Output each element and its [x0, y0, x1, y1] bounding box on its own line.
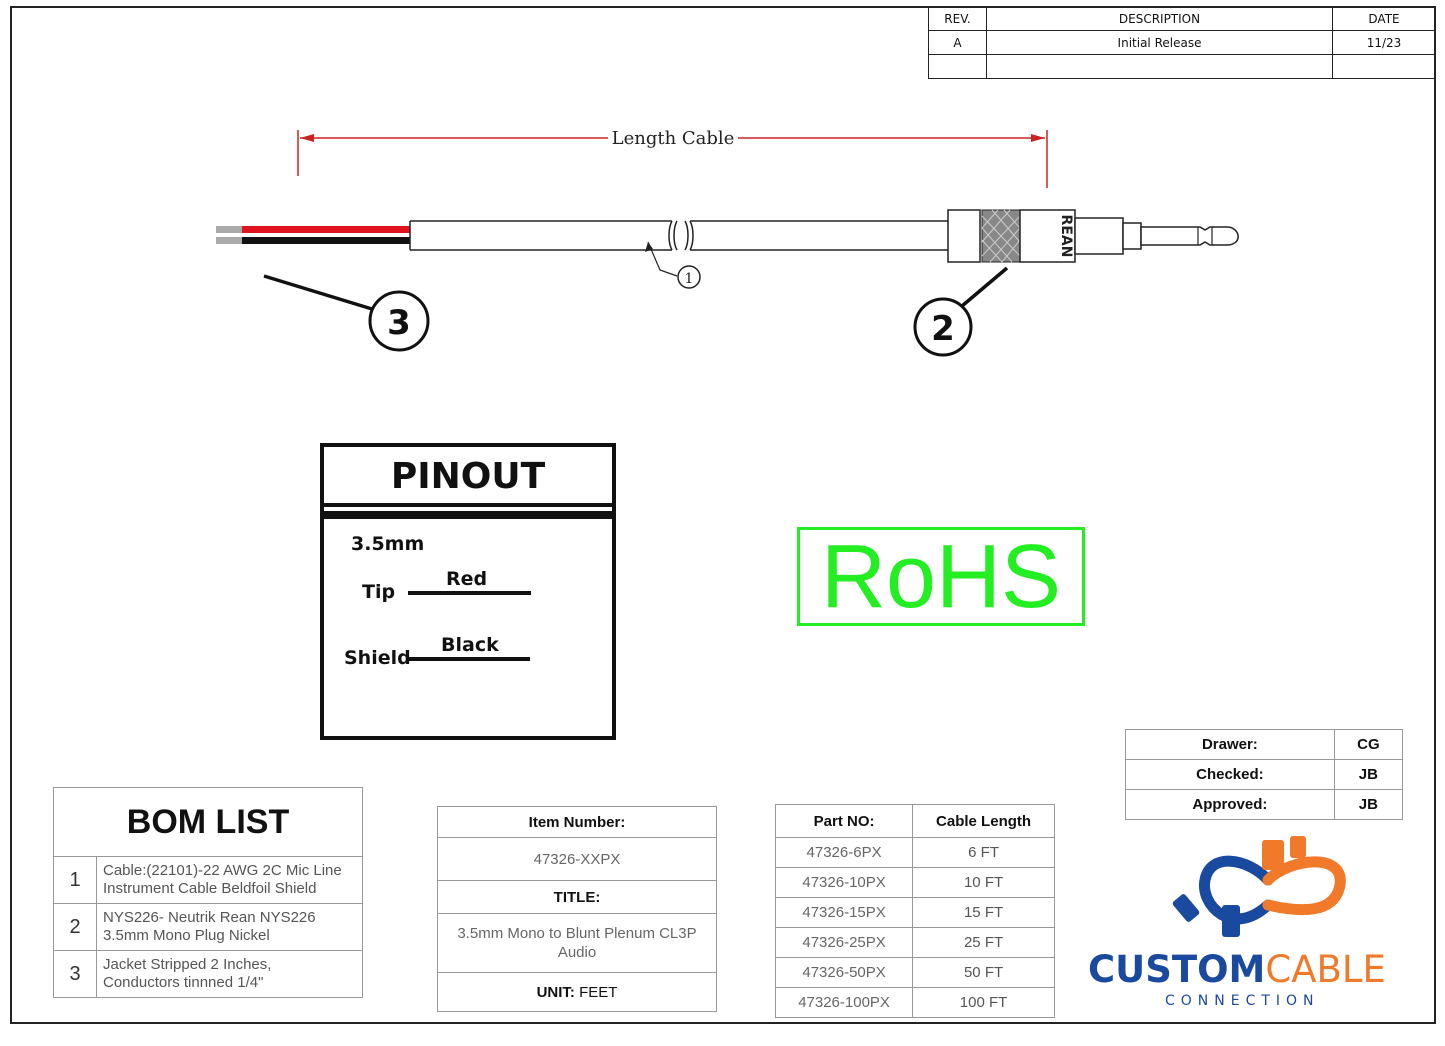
unit-value: FEET [574, 983, 618, 1001]
connector-label: 3.5mm [351, 533, 425, 555]
bom-desc-line: 3.5mm Mono Plug Nickel [103, 927, 270, 944]
unit-label: UNIT: [536, 983, 575, 1001]
pin-shield-label: Shield [344, 647, 411, 669]
pinout-title: PINOUT [324, 447, 612, 507]
logo-word-cable: CABLE [1265, 948, 1386, 991]
title-line: 3.5mm Mono to Blunt Plenum CL3P [457, 925, 697, 942]
title-value: 3.5mm Mono to Blunt Plenum CL3P Audio [437, 913, 717, 973]
cable-length: 10 FT [912, 867, 1055, 898]
date-empty [1332, 54, 1436, 79]
rev-empty [928, 54, 987, 79]
item-number-value: 47326-XXPX [437, 837, 717, 881]
approval-value: JB [1333, 759, 1404, 790]
cable-length-header: Cable Length [912, 804, 1055, 838]
table-row: Approved:JB [1125, 789, 1404, 820]
bom-row: 3 Jacket Stripped 2 Inches,Conductors ti… [53, 950, 363, 998]
item-number-label: Item Number: [437, 806, 717, 838]
approval-value: JB [1333, 789, 1404, 820]
part-number: 47326-10PX [774, 867, 914, 898]
bom-desc-line: NYS226- Neutrik Rean NYS226 [103, 909, 316, 926]
cable-length: 100 FT [912, 987, 1055, 1018]
approval-value: CG [1333, 729, 1404, 760]
callout-3-label: 3 [387, 303, 411, 343]
part-number: 47326-15PX [774, 897, 914, 928]
stripped-wires [216, 226, 410, 244]
cable-length: 25 FT [912, 927, 1055, 958]
logo-wordmark: CUSTOMCABLE [1088, 948, 1386, 991]
approval-label: Drawer: [1125, 729, 1335, 760]
cable-length: 6 FT [912, 837, 1055, 868]
approval-table: Drawer:CG Checked:JB Approved:JB [1125, 729, 1404, 820]
title-line: Audio [557, 944, 597, 961]
bom-description: Jacket Stripped 2 Inches,Conductors tinn… [96, 950, 363, 998]
logo-word-custom: CUSTOM [1088, 948, 1266, 991]
pinout-divider [324, 511, 612, 519]
pinout-box: PINOUT 3.5mm Tip Red Shield Black [320, 443, 616, 740]
title-label: TITLE: [437, 880, 717, 914]
plug-marking: REAN [1058, 215, 1074, 258]
description-header: DESCRIPTION [986, 6, 1333, 31]
approval-label: Approved: [1125, 789, 1335, 820]
bom-index: 3 [53, 950, 97, 998]
callout-1-label: 1 [685, 271, 694, 287]
item-block: Item Number: 47326-XXPX TITLE: 3.5mm Mon… [437, 806, 717, 1012]
table-row: Checked:JB [1125, 759, 1404, 790]
pin-shield-color: Black [441, 634, 499, 656]
cable-jacket [409, 220, 948, 251]
bom-list: BOM LIST 1 Cable:(22101)-22 AWG 2C Mic L… [53, 787, 363, 998]
length-dimension: Length Cable [297, 128, 1048, 188]
table-row: Drawer:CG [1125, 729, 1404, 760]
part-number: 47326-6PX [774, 837, 914, 868]
callout-3: 3 [263, 274, 430, 352]
bom-desc-line: Instrument Cable Beldfoil Shield [103, 880, 317, 897]
bom-index: 1 [53, 856, 97, 904]
callout-1: 1 [645, 241, 701, 289]
part-number: 47326-25PX [774, 927, 914, 958]
pin-tip-line [408, 591, 531, 595]
date-value: 11/23 [1332, 30, 1436, 55]
logo-subtitle: CONNECTION [1165, 993, 1320, 1009]
pin-shield-line [407, 657, 530, 661]
callout-2: 2 [913, 266, 1009, 357]
cable-length: 15 FT [912, 897, 1055, 928]
pin-tip-label: Tip [362, 581, 396, 603]
length-label: Length Cable [612, 128, 735, 149]
rohs-mark: RoHS [797, 527, 1085, 626]
bom-desc-line: Jacket Stripped 2 Inches, [103, 956, 272, 973]
cable-length: 50 FT [912, 957, 1055, 988]
part-no-header: Part NO: [774, 804, 914, 838]
part-number: 47326-100PX [774, 987, 914, 1018]
rean-plug: REAN [947, 209, 1239, 263]
bom-desc-line: Cable:(22101)-22 AWG 2C Mic Line [103, 862, 342, 879]
revision-table: REV. DESCRIPTION DATE A Initial Release … [928, 6, 1436, 79]
date-header: DATE [1332, 6, 1436, 31]
bom-desc-line: Conductors tinnned 1/4" [103, 974, 264, 991]
part-number: 47326-50PX [774, 957, 914, 988]
pin-tip-color: Red [446, 568, 488, 590]
callout-2-label: 2 [931, 309, 955, 349]
bom-title: BOM LIST [53, 787, 363, 857]
bom-index: 2 [53, 903, 97, 951]
drawing-frame [10, 6, 1436, 1024]
unit-cell: UNIT: FEET [437, 972, 717, 1012]
approval-label: Checked: [1125, 759, 1335, 790]
